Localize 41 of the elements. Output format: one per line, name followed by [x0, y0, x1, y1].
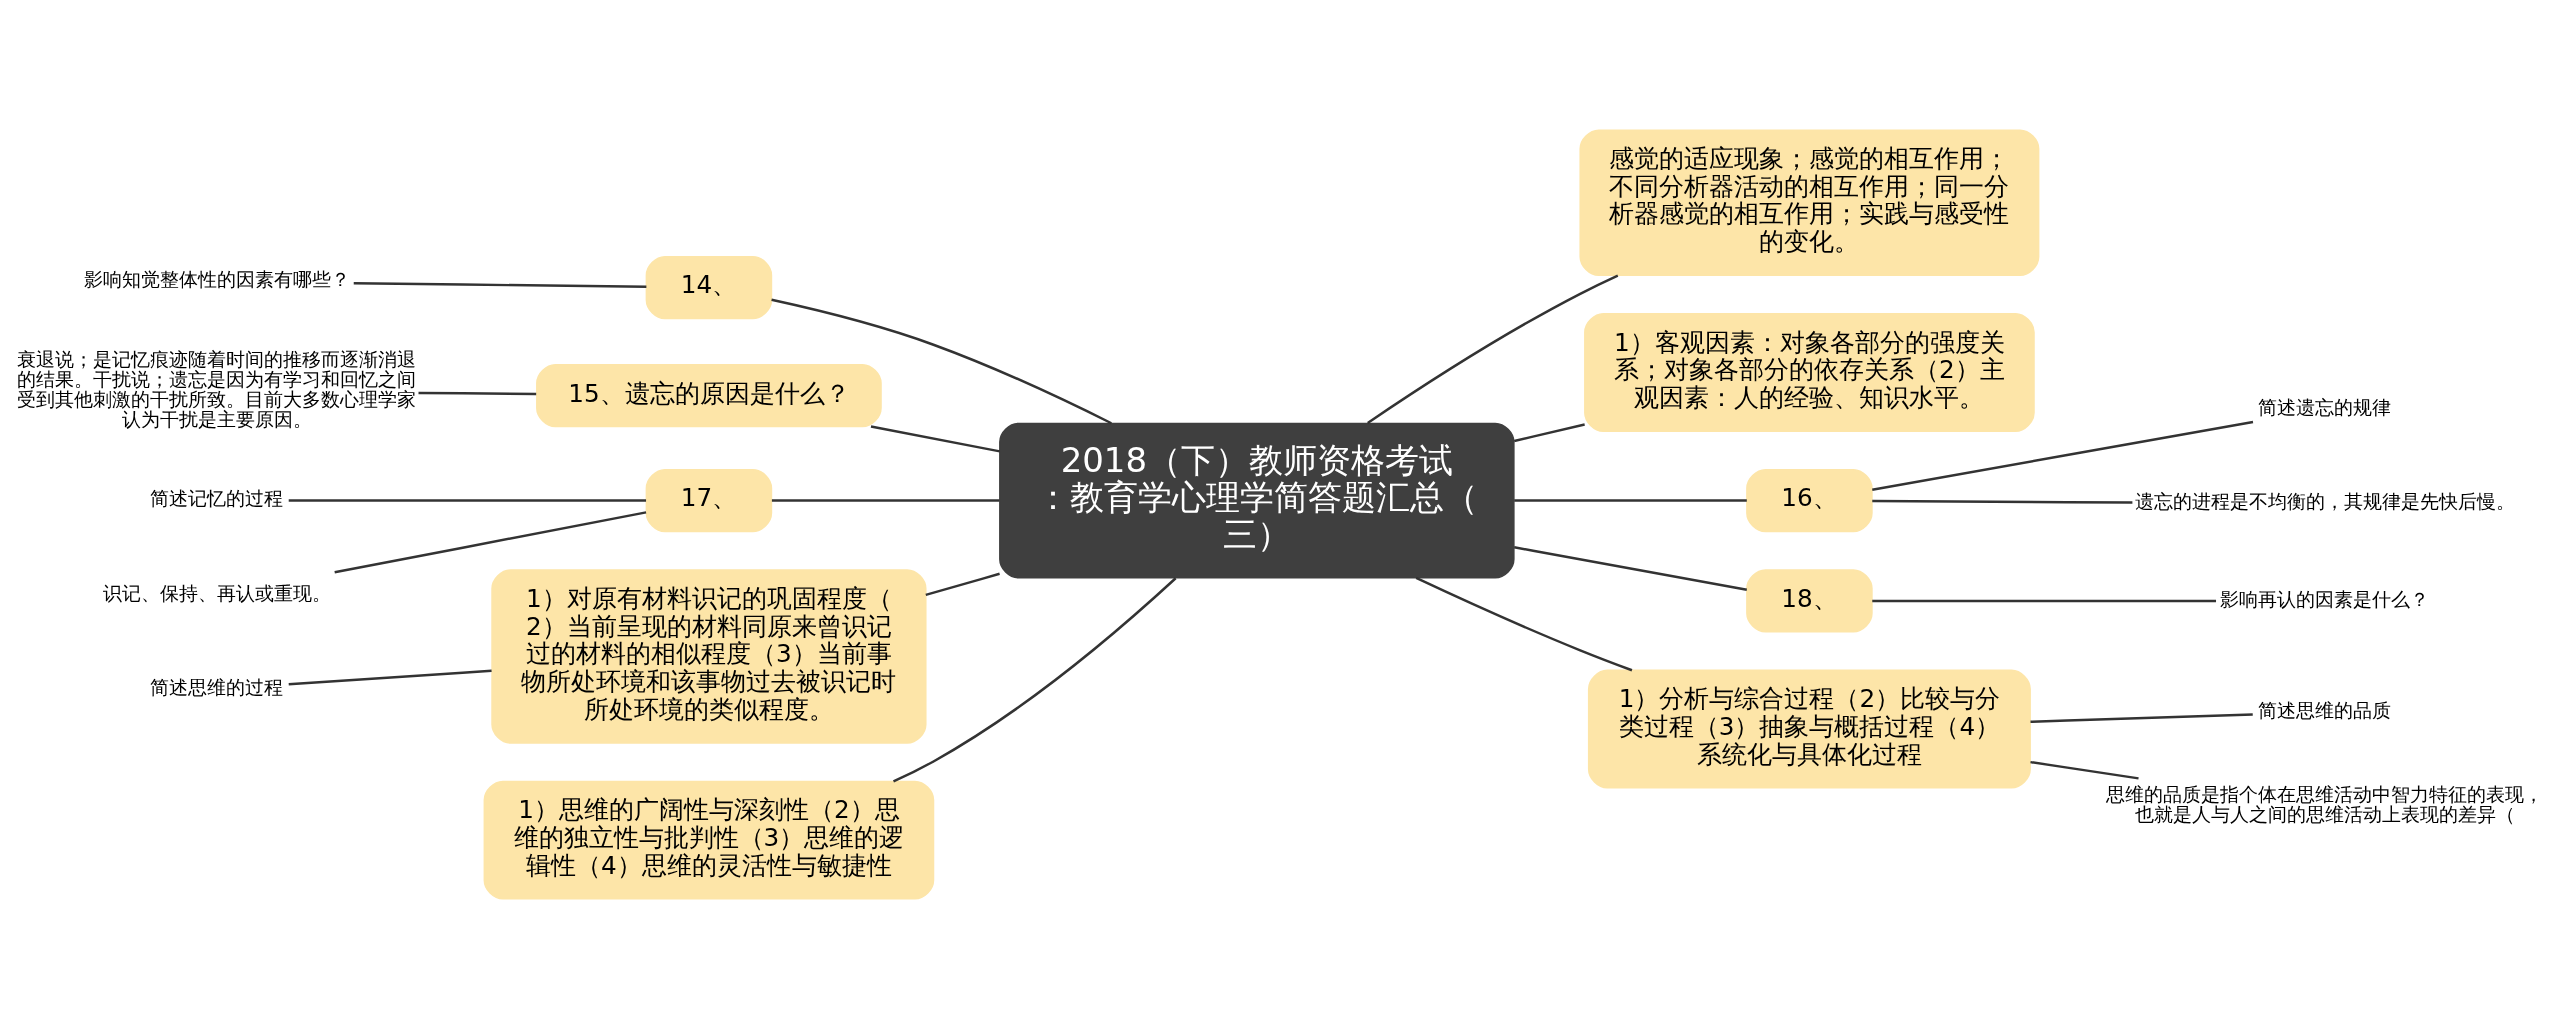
node-text: 简述遗忘的规律 [2258, 397, 2392, 419]
connector [771, 499, 1000, 502]
connector [418, 391, 537, 396]
node-box: 1）思维的广阔性与深刻性（2）思维的独立性与批判性（3）思维的逻辑性（4）思维的灵活性与敏捷性 [483, 780, 935, 900]
connector [353, 281, 647, 289]
node-text: 思维的品质是指个体在思维活动中智力特征的表现，也就是人与人之间的思维活动上表现的差异（ [2106, 783, 2544, 826]
node-box: 14、 [645, 255, 773, 320]
connector [1872, 420, 2254, 491]
connector [2030, 713, 2253, 723]
node-text: 识记、保持、再认或重现。 [102, 582, 331, 604]
connector [1367, 274, 1619, 424]
connector [1872, 599, 2217, 603]
connector [1514, 546, 1747, 591]
node-box: 2018（下）教师资格考试：教育学心理学简答题汇总（三） [999, 422, 1515, 579]
node-text: 影响知觉整体性的因素有哪些？ [83, 269, 350, 291]
connector [771, 298, 1112, 425]
node-text: 影响再认的因素是什么？ [2220, 588, 2430, 610]
connector [1514, 499, 1747, 502]
connector [1872, 499, 2133, 504]
node-text: 简述思维的品质 [2258, 699, 2392, 721]
node-box: 1）分析与综合过程（2）比较与分类过程（3）抽象与概括过程（4）系统化与具体化过程 [1587, 669, 2031, 789]
connector [893, 577, 1177, 783]
connector [870, 425, 1001, 453]
node-box: 16、 [1746, 468, 1873, 533]
connector [334, 511, 647, 574]
connector [288, 669, 492, 686]
connector [1513, 423, 1585, 443]
node-box: 1）客观因素：对象各部分的强度关系；对象各部分的依存关系（2）主观因素：人的经验、知识水平。 [1584, 313, 2035, 432]
node-text: 简述思维的过程 [150, 676, 284, 698]
node-text: 简述记忆的过程 [150, 488, 284, 510]
node-box: 18、 [1746, 569, 1873, 633]
connector [1415, 576, 1633, 672]
node-box: 感觉的适应现象；感觉的相互作用；不同分析器活动的相互作用；同一分析器感觉的相互作用；实践与感受性的变化。 [1579, 129, 2040, 277]
node-box: 1）对原有材料识记的巩固程度（2）当前呈现的材料同原来曾识记过的材料的相似程度（3）当前事物所处环境和该事物过去被识记时所处环境的类似程度。 [491, 569, 927, 744]
connector [288, 499, 647, 502]
connector [2030, 760, 2139, 780]
node-text: 遗忘的进程是不均衡的，其规律是先快后慢。 [2134, 491, 2515, 513]
connector [925, 572, 1000, 597]
node-text: 衰退说；是记忆痕迹随着时间的推移而逐渐消退的结果。干扰说；遗忘是因为有学习和回忆之间受到其他刺激的干扰所致。目前大多数心理学家认为干扰是主要原因。 [17, 348, 417, 430]
node-box: 17、 [645, 468, 773, 533]
node-box: 15、遗忘的原因是什么？ [536, 364, 882, 428]
